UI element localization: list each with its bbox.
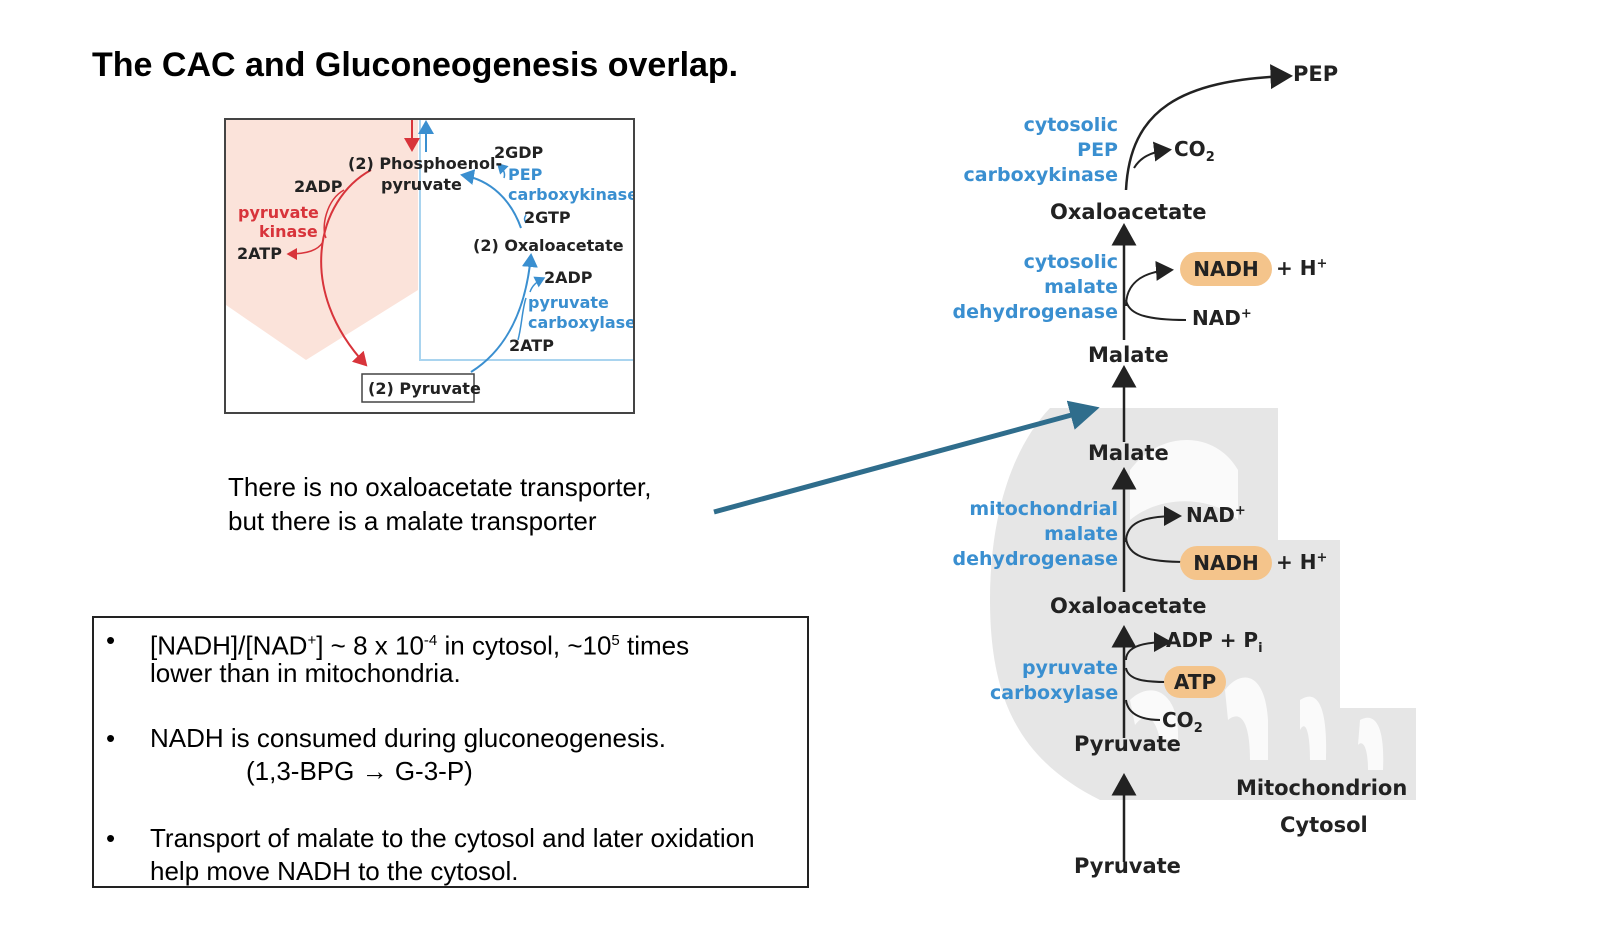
atp-pill: ATP xyxy=(1164,666,1226,698)
malate-mitochondria: Malate xyxy=(1088,441,1169,465)
bullet-2-line-2: (1,3-BPG → G-3-P) xyxy=(246,756,473,786)
malate-cytosol: Malate xyxy=(1088,343,1169,367)
note-line-1: There is no oxaloacetate transporter, xyxy=(228,472,652,502)
pyruvate-box xyxy=(361,373,475,403)
pc-label-1: pyruvate xyxy=(528,293,609,312)
pyruvate-label: (2) Pyruvate xyxy=(368,379,481,398)
pyruvate-mito: Pyruvate xyxy=(1074,732,1181,756)
adp-right: 2ADP xyxy=(544,268,593,287)
pepck-label-1: PEP xyxy=(508,165,543,184)
bullet-3-line-2: help move NADH to the cytosol. xyxy=(150,856,519,886)
cytosol-label: Cytosol xyxy=(1280,813,1368,837)
pk-label-1: pyruvate xyxy=(238,203,319,222)
pk-arrow xyxy=(320,169,372,367)
nad-mito: NAD+ xyxy=(1186,503,1246,527)
nadh-pill-cytosol: NADH xyxy=(1180,252,1272,286)
pep-product: PEP xyxy=(1293,62,1339,86)
inset-diagram: (2) Phosphoenol- pyruvate 2ADP pyruvate … xyxy=(224,118,635,414)
bullet-3-line-1: Transport of malate to the cytosol and l… xyxy=(150,823,755,853)
nad-cytosol: NAD+ xyxy=(1192,306,1252,330)
adp-left: 2ADP xyxy=(294,177,343,196)
bullet-1-line-2: lower than in mitochondria. xyxy=(150,658,461,688)
co2-low: CO2 xyxy=(1162,708,1203,736)
pc-arrow xyxy=(470,253,538,373)
oaa-label: (2) Oxaloacetate xyxy=(473,236,624,255)
oxaloacetate-mito: Oxaloacetate xyxy=(1050,594,1207,618)
bullet-2-line-1: NADH is consumed during gluconeogenesis. xyxy=(150,723,666,753)
pep-label-1: (2) Phosphoenol- xyxy=(348,154,503,173)
adp-pi: ADP + Pi xyxy=(1166,628,1263,656)
bullet-1-line-1: [NADH]/[NAD+] ~ 8 x 10-4 in cytosol, ~10… xyxy=(150,630,690,661)
mitochondrion-label: Mitochondrion xyxy=(1236,776,1408,800)
h-plus-mito: + H+ xyxy=(1276,550,1328,574)
inset-drawing xyxy=(226,120,633,403)
mito-boundary xyxy=(419,120,633,361)
pyruvate-cytosol: Pyruvate xyxy=(1074,854,1181,878)
cytosol-region xyxy=(226,120,418,360)
pc-label-2: carboxylase xyxy=(528,313,635,332)
atp-right: 2ATP xyxy=(509,336,554,355)
bullet-box: • [NADH]/[NAD+] ~ 8 x 10-4 in cytosol, ~… xyxy=(92,616,809,888)
nadh-pill-mito: NADH xyxy=(1180,546,1272,580)
atp-left: 2ATP xyxy=(237,244,282,263)
pk-label-2: kinase xyxy=(259,222,318,241)
note-line-2: but there is a malate transporter xyxy=(228,506,597,536)
transport-note: There is no oxaloacetate transporter, bu… xyxy=(228,470,651,538)
co2-top: CO2 xyxy=(1174,137,1215,165)
gtp-label: 2GTP xyxy=(524,208,571,227)
slide-title: The CAC and Gluconeogenesis overlap. xyxy=(92,46,739,84)
pepck-arrow xyxy=(460,169,522,229)
h-plus-cytosol: + H+ xyxy=(1276,256,1328,280)
pepck-label-2: carboxykinase xyxy=(508,185,635,204)
pep-label-2: pyruvate xyxy=(381,175,462,194)
oxaloacetate-cytosol: Oxaloacetate xyxy=(1050,200,1207,224)
gdp-label: 2GDP xyxy=(494,143,544,162)
